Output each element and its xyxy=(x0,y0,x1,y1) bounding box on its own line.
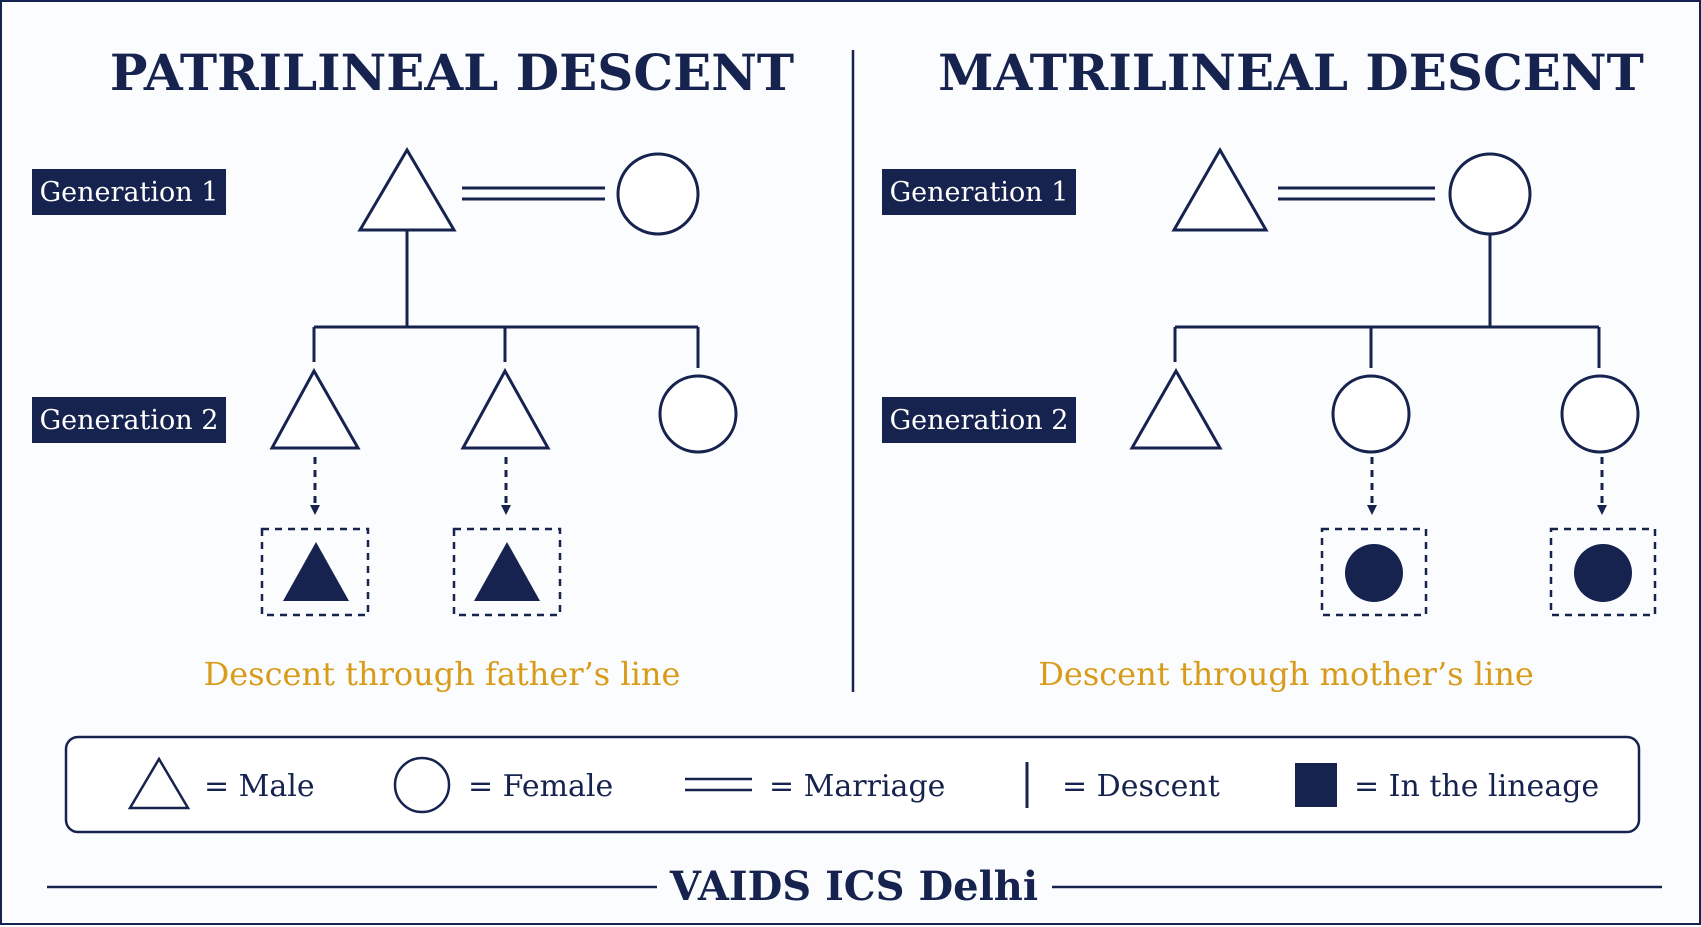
legend-male-label: = Male xyxy=(204,769,315,804)
matri-daughter-circle-icon xyxy=(1331,374,1411,454)
matri-lineage-box xyxy=(1320,527,1428,617)
legend-box xyxy=(64,735,1641,834)
matrilineal-gen1-badge xyxy=(882,169,1076,215)
patri-lineage-box xyxy=(260,527,370,617)
matri-mother-circle-icon xyxy=(1448,152,1532,236)
patrilineal-caption: Descent through father’s line xyxy=(204,655,681,693)
legend-lineage-label: = In the lineage xyxy=(1354,769,1599,804)
patri-lineage-box xyxy=(452,527,562,617)
matrilineal-gen2-label: Generation 2 xyxy=(890,405,1069,436)
matrilineal-gen2-badge xyxy=(882,397,1076,443)
matri-lineage-box xyxy=(1549,527,1657,617)
patri-lineage-filled-triangle-icon xyxy=(474,542,540,601)
patri-daughter-circle-icon xyxy=(658,374,738,454)
matrilineal-caption: Descent through mother’s line xyxy=(1038,655,1534,693)
patri-father-triangle-icon xyxy=(357,147,457,232)
matri-father-triangle-icon xyxy=(1171,146,1269,232)
matrilineal-title: MATRILINEAL DESCENT xyxy=(938,43,1644,102)
patrilineal-title: PATRILINEAL DESCENT xyxy=(110,43,794,102)
patrilineal-gen1-badge xyxy=(32,169,226,215)
legend-descent-label: = Descent xyxy=(1062,769,1220,804)
matri-lineage-filled-circle-icon xyxy=(1345,544,1403,602)
patrilineal-gen1-label: Generation 1 xyxy=(40,177,219,208)
footer-brand: VAIDS ICS Delhi xyxy=(669,863,1038,910)
patri-son-triangle-icon xyxy=(460,367,551,450)
patri-mother-circle-icon xyxy=(616,152,700,236)
patrilineal-gen2-badge xyxy=(32,397,226,443)
legend-filled-square-icon xyxy=(1295,763,1337,807)
patri-son-triangle-icon xyxy=(269,367,361,450)
matri-son-triangle-icon xyxy=(1129,367,1223,450)
matri-lineage-filled-circle-icon xyxy=(1574,544,1632,602)
patri-lineage-filled-triangle-icon xyxy=(283,542,349,601)
patrilineal-gen2-label: Generation 2 xyxy=(40,405,219,436)
matri-daughter-circle-icon xyxy=(1560,374,1640,454)
legend-marriage-label: = Marriage xyxy=(769,769,945,804)
legend-female-label: = Female xyxy=(468,769,613,804)
legend-circle-icon xyxy=(393,756,451,814)
matrilineal-gen1-label: Generation 1 xyxy=(890,177,1069,208)
legend-triangle-icon xyxy=(127,756,191,810)
